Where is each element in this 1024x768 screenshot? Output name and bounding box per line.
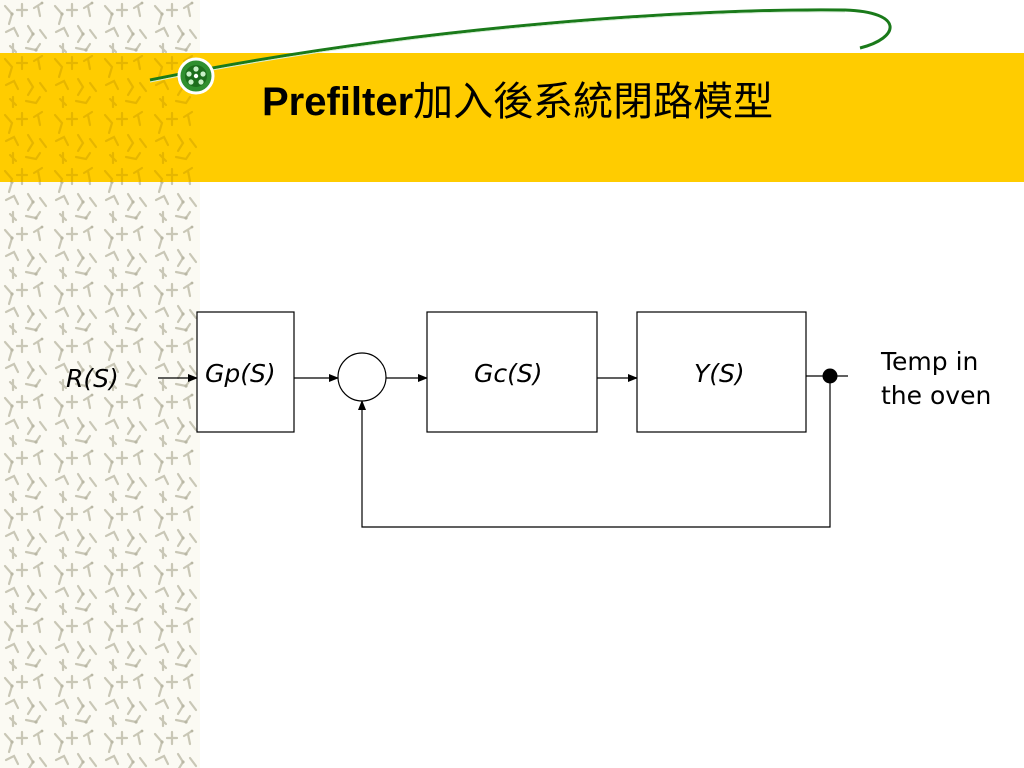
- slide-title: Prefilter加入後系統閉路模型: [262, 74, 773, 130]
- title-band-texture: [0, 53, 200, 182]
- controller-block: [426, 311, 598, 433]
- output-label-line1: Temp in: [881, 347, 979, 376]
- output-label-line2: the oven: [881, 381, 992, 410]
- decorative-swoosh: [149, 8, 892, 95]
- plant-block: [636, 311, 807, 433]
- output-takeoff-point: [822, 368, 838, 384]
- summing-junction: [337, 352, 387, 402]
- green-node-icon: [177, 57, 215, 95]
- input-label: R(S): [66, 364, 119, 393]
- plant-block-label: Y(S): [694, 359, 745, 388]
- prefilter-block-label: Gp(S): [205, 359, 276, 388]
- output-label: Temp in the oven: [881, 345, 1021, 413]
- feedback-path: [358, 376, 831, 528]
- slide-title-latin: Prefilter: [262, 80, 414, 124]
- controller-block-label: Gc(S): [474, 359, 543, 388]
- slide-title-cjk: 加入後系統閉路模型: [413, 79, 774, 125]
- prefilter-block: [196, 311, 295, 433]
